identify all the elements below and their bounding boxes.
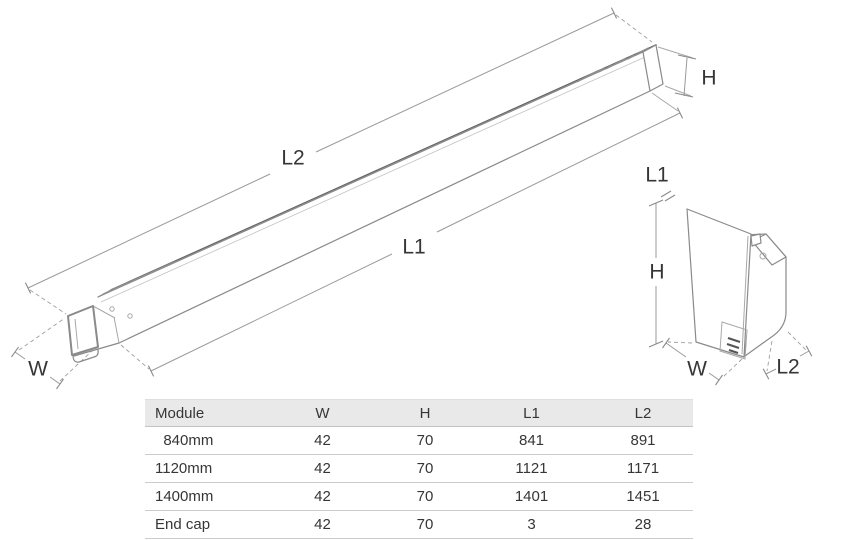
fixture-l2-label: L2 bbox=[281, 147, 304, 170]
fixture-bottom-edge bbox=[118, 90, 651, 344]
ext-line bbox=[664, 85, 692, 97]
label-sticker bbox=[719, 321, 748, 360]
dimension-spec-table: Module W H L1 L2 840mm 42 70 841 891 112… bbox=[145, 399, 693, 539]
cell-h: 70 bbox=[380, 510, 470, 539]
fixture-w-dimension: W bbox=[11, 346, 64, 390]
fixture-end-face bbox=[642, 44, 664, 92]
fixture-h-dimension: H bbox=[674, 54, 717, 98]
cell-w: 42 bbox=[265, 454, 380, 483]
fixture-top-back-edge bbox=[110, 44, 657, 291]
cell-l2: 1451 bbox=[593, 482, 693, 511]
cell-module: 1400mm bbox=[145, 482, 265, 511]
ext-line bbox=[651, 92, 679, 112]
cell-h: 70 bbox=[380, 454, 470, 483]
cell-w: 42 bbox=[265, 510, 380, 539]
mounting-hole bbox=[759, 252, 767, 260]
col-header-w: W bbox=[265, 399, 380, 427]
end-cap-w-dimension: W bbox=[662, 337, 743, 386]
fixture-l1-dimension: L1 bbox=[147, 107, 684, 377]
table-row: 840mm 42 70 841 891 bbox=[145, 426, 693, 455]
cell-l2: 28 bbox=[593, 510, 693, 539]
fixture-l1-label: L1 bbox=[402, 236, 425, 259]
fixture-front-lip-line bbox=[100, 56, 646, 303]
fixture-h-label: H bbox=[701, 67, 716, 90]
cell-l2: 1171 bbox=[593, 454, 693, 483]
cell-l1: 841 bbox=[470, 426, 593, 455]
end-cap-l2-dimension: L2 bbox=[762, 331, 813, 380]
end-cap-w-label: W bbox=[687, 358, 707, 381]
table-header-row: Module W H L1 L2 bbox=[145, 399, 693, 427]
fixture-w-label: W bbox=[28, 358, 48, 381]
col-header-l1: L1 bbox=[470, 399, 593, 427]
end-cap-l2-label: L2 bbox=[776, 356, 799, 379]
ext-line bbox=[18, 317, 66, 351]
end-cap-h-dimension: H bbox=[648, 199, 665, 348]
table-row: 1400mm 42 70 1401 1451 bbox=[145, 482, 693, 511]
table-row: End cap 42 70 3 28 bbox=[145, 510, 693, 539]
ext-line bbox=[615, 14, 653, 43]
track-connector-hatch bbox=[576, 47, 649, 83]
col-header-h: H bbox=[380, 399, 470, 427]
ext-line bbox=[120, 344, 150, 370]
cell-h: 70 bbox=[380, 482, 470, 511]
ext-line bbox=[29, 289, 67, 315]
plate-edge-line bbox=[741, 235, 749, 355]
col-header-module: Module bbox=[145, 399, 265, 427]
cell-l1: 3 bbox=[470, 510, 593, 539]
cell-l2: 891 bbox=[593, 426, 693, 455]
fixture-l2-dimension: L2 bbox=[24, 7, 618, 294]
end-cap-plate bbox=[686, 208, 752, 358]
track-contact-stripes bbox=[102, 260, 178, 295]
plate-tab bbox=[750, 233, 762, 247]
screw-hole bbox=[127, 313, 133, 319]
cell-l1: 1121 bbox=[470, 454, 593, 483]
end-cap-drawing: L1 H W L2 bbox=[645, 164, 813, 386]
end-cap-l1-dimension: L1 bbox=[645, 164, 676, 202]
dimension-diagram: L2 L1 H W bbox=[11, 7, 813, 390]
cell-h: 70 bbox=[380, 426, 470, 455]
table-row: 1120mm 42 70 1121 1171 bbox=[145, 454, 693, 483]
fixture-left-connector bbox=[67, 305, 133, 363]
cell-w: 42 bbox=[265, 426, 380, 455]
cell-l1: 1401 bbox=[470, 482, 593, 511]
ext-line bbox=[657, 46, 694, 59]
screw-hole bbox=[109, 306, 115, 312]
cell-module: 840mm bbox=[145, 426, 265, 455]
ext-line bbox=[59, 349, 94, 382]
end-cap-h-label: H bbox=[649, 261, 664, 284]
fixture-top-front-edge bbox=[97, 51, 644, 298]
end-cap-l1-label: L1 bbox=[645, 164, 668, 187]
fixture-drawing: L2 L1 H W bbox=[11, 7, 717, 390]
cell-module: 1120mm bbox=[145, 454, 265, 483]
cell-module: End cap bbox=[145, 510, 265, 539]
cell-w: 42 bbox=[265, 482, 380, 511]
col-header-l2: L2 bbox=[593, 399, 693, 427]
end-cap-body bbox=[744, 233, 787, 357]
